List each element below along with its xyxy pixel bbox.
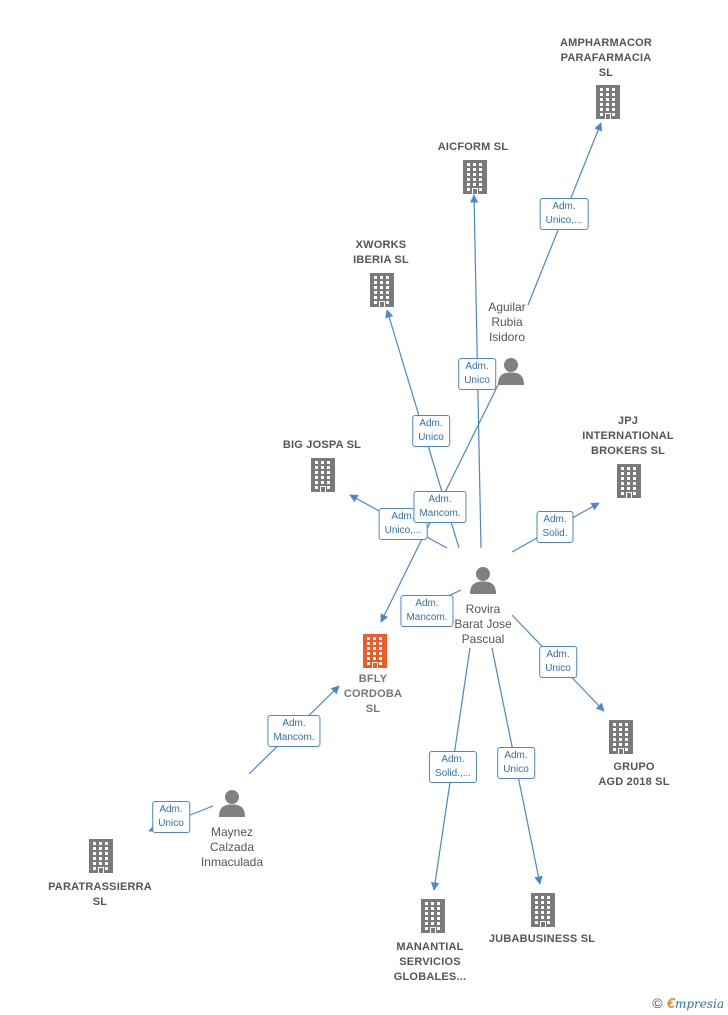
company-node-label[interactable]: BIG JOSPA SL — [283, 438, 361, 453]
company-node-label[interactable]: BFLY CORDOBA SL — [344, 672, 402, 717]
node-name: AICFORM SL — [437, 141, 509, 153]
building-icon[interactable] — [528, 893, 558, 927]
role-badge[interactable]: Adm. Mancom. — [267, 715, 321, 747]
role-badge[interactable]: Adm. Unico — [458, 358, 496, 390]
role-badge[interactable]: Adm. Unico — [152, 801, 190, 833]
company-node-label[interactable]: AICFORM SL — [438, 140, 508, 155]
node-name: Rovira Barat Jose Pascual — [454, 602, 512, 646]
node-name: MANANTIAL SERVICIOS GLOBALES... — [393, 941, 467, 983]
role-badge[interactable]: Adm. Solid.,... — [428, 751, 478, 783]
node-name: BIG JOSPA SL — [282, 439, 362, 451]
role-badge[interactable]: Adm. Unico — [412, 415, 450, 447]
brand-watermark: ©€mpresia — [652, 995, 724, 1012]
node-name: JPJ INTERNATIONAL BROKERS SL — [582, 415, 674, 457]
role-badge[interactable]: Adm. Mancom. — [413, 491, 467, 523]
role-badge[interactable]: Adm. Unico — [539, 646, 577, 678]
person-node-label[interactable]: Aguilar Rubia Isidoro — [488, 300, 525, 345]
node-name: GRUPO AGD 2018 SL — [598, 761, 670, 788]
main-building-icon[interactable] — [360, 634, 390, 668]
node-name: BFLY CORDOBA SL — [343, 673, 403, 715]
building-icon[interactable] — [418, 899, 448, 933]
person-icon[interactable] — [218, 789, 246, 817]
building-icon[interactable] — [614, 464, 644, 498]
company-node-label[interactable]: GRUPO AGD 2018 SL — [598, 760, 669, 790]
building-icon[interactable] — [606, 720, 636, 754]
company-node-label[interactable]: JPJ INTERNATIONAL BROKERS SL — [582, 414, 674, 459]
person-icon[interactable] — [497, 357, 525, 385]
role-badge[interactable]: Adm. Unico — [497, 747, 535, 779]
copyright-symbol: © — [652, 995, 663, 1011]
company-node-label[interactable]: AMPHARMACOR PARAFARMACIA SL — [560, 36, 652, 81]
brand-logo-icon: € — [666, 995, 675, 1012]
company-node-label[interactable]: XWORKS IBERIA SL — [353, 238, 409, 268]
building-icon[interactable] — [367, 273, 397, 307]
node-name: PARATRASSIERRA SL — [48, 881, 152, 908]
building-icon[interactable] — [86, 839, 116, 873]
building-icon[interactable] — [460, 160, 490, 194]
node-name: Aguilar Rubia Isidoro — [488, 300, 526, 344]
node-name: AMPHARMACOR PARAFARMACIA SL — [559, 37, 653, 79]
person-node-label[interactable]: Maynez Calzada Inmaculada — [201, 825, 263, 870]
role-badge[interactable]: Adm. Solid. — [536, 511, 574, 543]
person-node-label[interactable]: Rovira Barat Jose Pascual — [454, 602, 511, 647]
node-name: JUBABUSINESS SL — [488, 933, 596, 945]
building-icon[interactable] — [308, 458, 338, 492]
person-icon[interactable] — [469, 566, 497, 594]
node-name: XWORKS IBERIA SL — [353, 239, 409, 266]
brand-name: mpresia — [674, 997, 724, 1011]
role-badge[interactable]: Adm. Mancom. — [400, 595, 454, 627]
role-badge[interactable]: Adm. Unico,... — [539, 198, 589, 230]
node-name: Maynez Calzada Inmaculada — [200, 825, 264, 869]
building-icon[interactable] — [593, 85, 623, 119]
company-node-label[interactable]: MANANTIAL SERVICIOS GLOBALES... — [394, 940, 466, 985]
company-node-label[interactable]: JUBABUSINESS SL — [489, 932, 595, 947]
company-node-label[interactable]: PARATRASSIERRA SL — [48, 880, 152, 910]
